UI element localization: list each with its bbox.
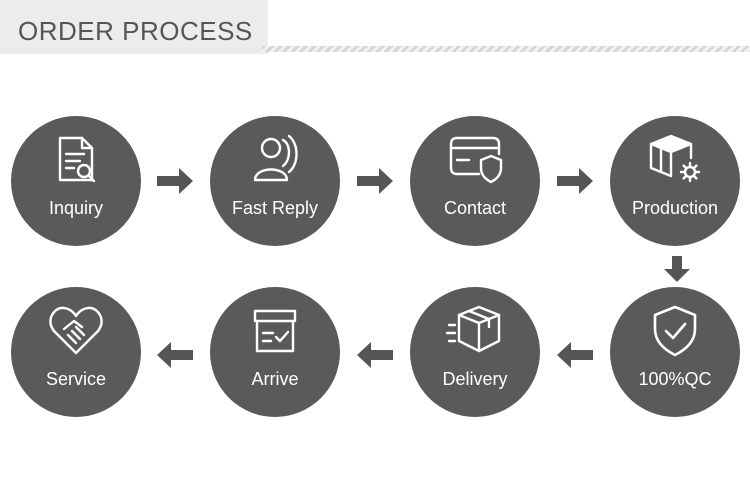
delivered-box-icon xyxy=(253,309,297,353)
step-label: 100%QC xyxy=(638,369,712,389)
step-label: Production xyxy=(631,198,719,218)
arrow-right-icon xyxy=(557,168,593,194)
step-inquiry: Inquiry xyxy=(11,116,141,246)
header-divider xyxy=(262,46,750,52)
step-production: Production xyxy=(610,116,740,246)
step-fast-reply: Fast Reply xyxy=(210,116,340,246)
header-background xyxy=(0,0,268,54)
arrow-down-icon xyxy=(664,256,690,282)
boxes-gear-icon xyxy=(649,134,701,183)
step-quality-check: 100%QC xyxy=(610,287,740,417)
shield-check-icon xyxy=(653,305,697,357)
step-arrive: Arrive xyxy=(210,287,340,417)
heart-handshake-icon xyxy=(49,306,103,355)
headset-agent-icon xyxy=(253,134,298,182)
step-service: Service xyxy=(11,287,141,417)
page-title: ORDER PROCESS xyxy=(18,16,253,46)
step-contact: Contact xyxy=(410,116,540,246)
step-label: Arrive xyxy=(251,369,299,389)
card-shield-icon xyxy=(449,136,503,184)
step-label: Contact xyxy=(443,198,507,218)
step-label: Inquiry xyxy=(48,198,104,218)
fast-package-icon xyxy=(445,305,501,353)
step-label: Delivery xyxy=(442,369,508,389)
arrow-right-icon xyxy=(157,168,193,194)
step-label: Fast Reply xyxy=(231,198,319,218)
document-search-icon xyxy=(58,136,96,183)
arrow-left-icon xyxy=(357,342,393,368)
arrow-left-icon xyxy=(557,342,593,368)
arrow-right-icon xyxy=(357,168,393,194)
step-delivery: Delivery xyxy=(410,287,540,417)
step-label: Service xyxy=(45,369,107,389)
arrow-left-icon xyxy=(157,342,193,368)
